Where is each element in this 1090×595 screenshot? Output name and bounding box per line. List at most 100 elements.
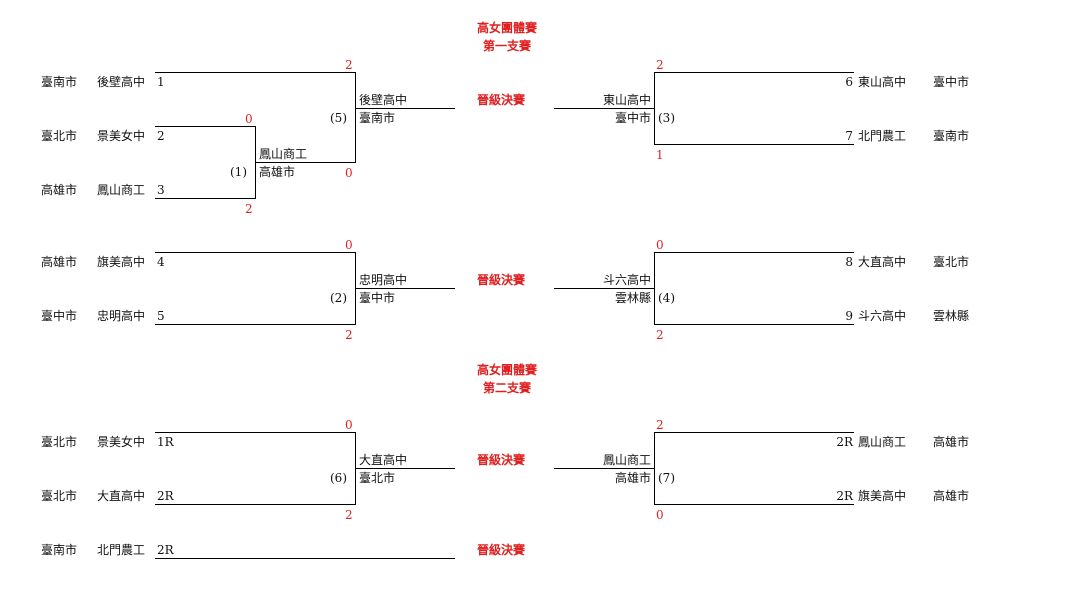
match-winner-city: 臺中市 [359,291,396,305]
score-top: 2 [656,418,664,432]
entry-city: 高雄市 [933,489,970,503]
bracket-line [554,288,654,289]
bracket-line [355,288,455,289]
match-winner-city: 雲林縣 [614,291,651,305]
entry-seed: 2R [157,543,174,557]
bracket-line [654,144,854,145]
bracket-line [155,432,355,433]
entry-city: 臺北市 [41,435,78,449]
bracket-line [654,252,854,253]
bracket-line [554,468,654,469]
score-bottom: 0 [345,166,353,180]
entry-seed: 2R [157,489,174,503]
entry-school: 鳳山商工 [858,435,907,449]
score-bottom: 0 [656,508,664,522]
section2-subtitle: 第二支賽 [482,381,531,395]
score-top: 0 [345,238,353,252]
score-top: 2 [345,58,353,72]
entry-school: 北門農工 [858,129,907,143]
entry-seed: 9 [845,309,853,323]
entry-city: 高雄市 [41,255,78,269]
entry-seed: 6 [845,75,853,89]
bracket-line [355,108,455,109]
score-bottom: 2 [245,202,253,216]
entry-city: 臺北市 [933,255,970,269]
entry-city: 臺南市 [41,543,78,557]
match-winner: 鳳山商工 [259,147,308,161]
bracket-line [654,72,854,73]
match-number: (5) [330,111,347,125]
bracket-line [554,108,654,109]
section2-title: 高女團體賽 [476,363,537,377]
bracket-line [654,72,655,145]
match-winner: 斗六高中 [602,273,651,287]
match-winner-city: 高雄市 [259,165,296,179]
entry-school: 大直高中 [97,489,146,503]
bracket-line [355,468,455,469]
entry-seed: 5 [157,309,165,323]
entry-school: 東山高中 [858,75,907,89]
entry-school: 大直高中 [858,255,907,269]
entry-city: 高雄市 [41,183,78,197]
match-winner: 忠明高中 [359,273,408,287]
score-bottom: 1 [656,148,664,162]
bracket-line [155,558,455,559]
entry-school: 後壁高中 [97,75,146,89]
bracket-line [654,324,854,325]
score-top: 0 [656,238,664,252]
match-winner: 鳳山商工 [602,453,651,467]
entry-city: 雲林縣 [933,309,970,323]
entry-seed: 1 [157,75,165,89]
section1-subtitle: 第一支賽 [482,39,531,53]
entry-seed: 1R [157,435,174,449]
bracket-line [155,198,255,199]
entry-city: 臺南市 [41,75,78,89]
match-number: (2) [330,291,347,305]
match-number: (7) [658,471,675,485]
match-number: (1) [230,165,247,179]
entry-seed: 2 [157,129,165,143]
match-winner: 後壁高中 [359,93,408,107]
entry-seed: 8 [845,255,853,269]
bracket-line [654,432,854,433]
score-top: 0 [345,418,353,432]
entry-school: 景美女中 [97,129,146,143]
score-bottom: 2 [345,328,353,342]
match-number: (6) [330,471,347,485]
entry-city: 高雄市 [933,435,970,449]
advance-label: 晉級決賽 [477,273,526,287]
bracket-line [654,252,655,325]
match-winner-city: 高雄市 [614,471,651,485]
entry-seed: 3 [157,183,165,197]
match-winner-city: 臺中市 [614,111,651,125]
entry-school: 鳳山商工 [97,183,146,197]
entry-city: 臺中市 [933,75,970,89]
entry-city: 臺北市 [41,129,78,143]
entry-seed: 7 [845,129,853,143]
bracket-line [255,162,355,163]
bracket-line [155,126,255,127]
score-bottom: 2 [656,328,664,342]
bracket-line [155,324,355,325]
bracket-line [654,504,854,505]
match-number: (4) [658,291,675,305]
bracket-line [155,72,355,73]
entry-school: 北門農工 [97,543,146,557]
entry-seed: 4 [157,255,165,269]
advance-label: 晉級決賽 [477,93,526,107]
bracket-line [155,252,355,253]
entry-city: 臺中市 [41,309,78,323]
entry-seed: 2R [836,489,853,503]
match-number: (3) [658,111,675,125]
entry-city: 臺南市 [933,129,970,143]
section1-title: 高女團體賽 [476,21,537,35]
bracket-line [155,504,355,505]
advance-label: 晉級決賽 [477,453,526,467]
match-winner-city: 臺北市 [359,471,396,485]
score-bottom: 2 [345,508,353,522]
entry-school: 旗美高中 [97,255,146,269]
match-winner: 大直高中 [359,453,408,467]
entry-city: 臺北市 [41,489,78,503]
entry-school: 忠明高中 [97,309,146,323]
